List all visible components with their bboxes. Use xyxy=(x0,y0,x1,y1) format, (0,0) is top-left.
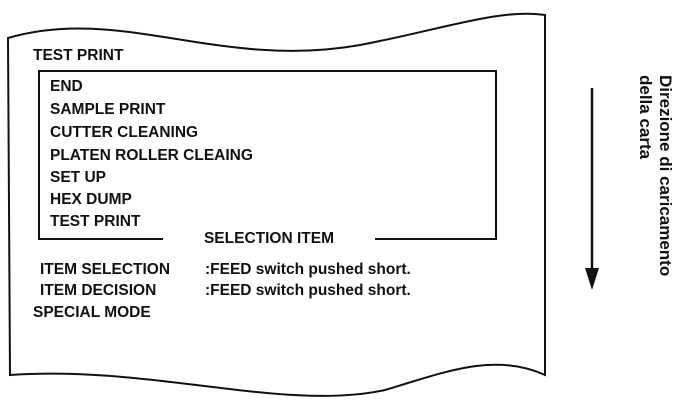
feed-direction-arrow xyxy=(585,88,599,290)
menu-item: TEST PRINT xyxy=(50,213,141,230)
menu-item: HEX DUMP xyxy=(50,191,132,208)
special-mode-label: SPECIAL MODE xyxy=(33,304,151,321)
feed-direction-label-line2: della carta xyxy=(636,75,655,160)
menu-item: PLATEN ROLLER CLEAING xyxy=(50,147,253,164)
item-decision-desc: :FEED switch pushed short. xyxy=(205,282,411,299)
printout-header: TEST PRINT xyxy=(33,47,124,64)
item-decision-label: ITEM DECISION xyxy=(40,282,157,299)
menu-item: END xyxy=(50,78,83,95)
item-selection-desc: :FEED switch pushed short. xyxy=(205,261,411,278)
menu-item: CUTTER CLEANING xyxy=(50,124,199,141)
menu-item: SET UP xyxy=(50,169,106,186)
selection-item-title: SELECTION ITEM xyxy=(163,229,375,251)
item-selection-label: ITEM SELECTION xyxy=(40,261,171,278)
feed-direction-label-line1: Direzione di caricamento xyxy=(656,75,675,277)
menu-item: SAMPLE PRINT xyxy=(50,101,166,118)
